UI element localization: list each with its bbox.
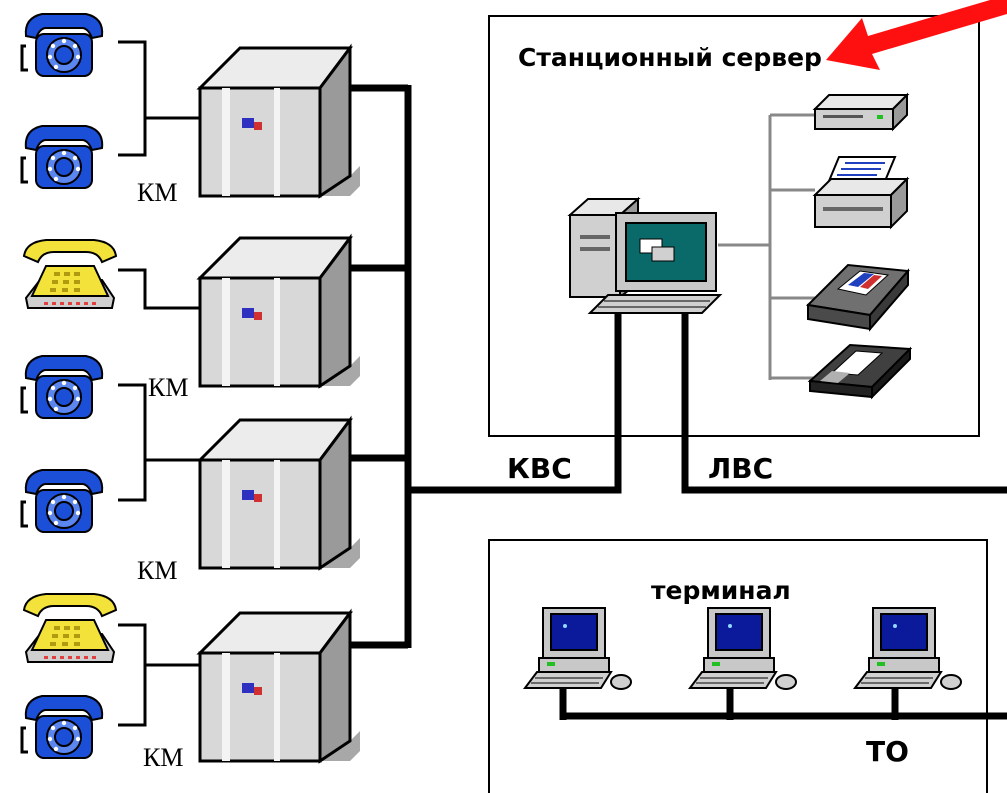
rotary-phone-icon	[20, 694, 104, 760]
terminal-computer-icon	[854, 607, 962, 690]
station-server-title: Станционный сервер	[518, 43, 822, 72]
terminal-bus	[559, 685, 1007, 720]
terminal-computer-icon	[689, 607, 797, 690]
lvs-label: ЛВС	[708, 452, 774, 485]
km-label: КМ	[148, 373, 189, 402]
kvs-label: КВС	[507, 452, 572, 485]
peripheral-bus	[718, 113, 815, 380]
switching-module-icon	[198, 46, 362, 198]
terminal-box	[488, 539, 988, 793]
rotary-phone-icon	[20, 468, 104, 534]
printer-icon	[812, 156, 910, 230]
km-label: КМ	[137, 556, 178, 585]
to-label: ТО	[866, 735, 909, 768]
rotary-phone-icon	[20, 12, 104, 78]
backbone-bus	[328, 84, 1007, 649]
phone-links	[118, 40, 200, 727]
desk-phone-icon	[23, 593, 117, 663]
switching-module-icon	[198, 418, 362, 570]
switching-module-icon	[198, 611, 362, 763]
server-computer-icon	[567, 196, 723, 314]
switching-module-icon	[198, 236, 362, 388]
rotary-phone-icon	[20, 124, 104, 190]
modem-icon	[812, 92, 910, 132]
desk-phone-icon	[23, 239, 117, 309]
station-server-box	[488, 15, 980, 437]
km-label: КМ	[137, 178, 178, 207]
terminal-title: терминал	[651, 576, 791, 605]
floppy-disk-icon	[807, 343, 913, 400]
km-label: КМ	[143, 743, 184, 772]
rotary-phone-icon	[20, 354, 104, 420]
zip-drive-icon	[805, 263, 911, 332]
terminal-computer-icon	[524, 607, 632, 690]
red-arrow-icon	[826, 0, 1007, 70]
